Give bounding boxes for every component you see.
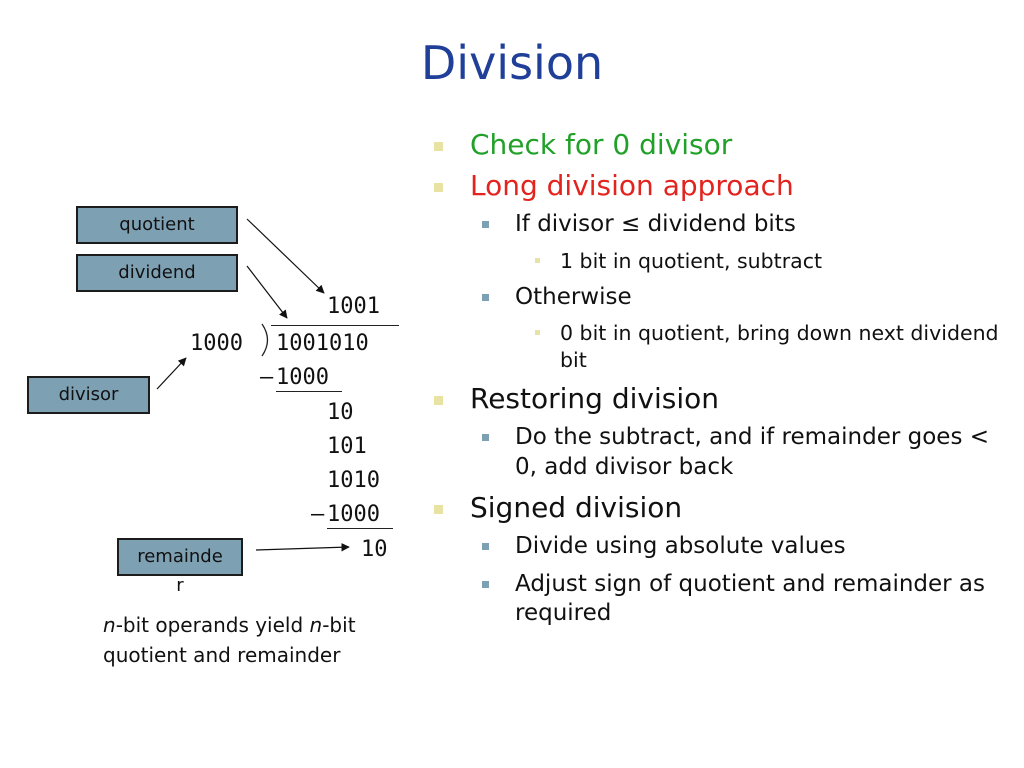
bullet-divide-abs: Divide using absolute values xyxy=(430,532,1010,562)
bullet-text: Check for 0 divisor xyxy=(470,128,733,161)
bullet-text: Divide using absolute values xyxy=(515,532,846,559)
remainder-label-box: remainde xyxy=(117,538,243,576)
division-bracket-curve xyxy=(261,323,269,357)
bullet-zero-bit: 0 bit in quotient, bring down next divid… xyxy=(430,320,1010,373)
bullet-text: If divisor ≤ dividend bits xyxy=(515,211,796,238)
bullet-text: 0 bit in quotient, bring down next divid… xyxy=(560,321,999,373)
subtraction-line-2 xyxy=(327,528,393,529)
operands-caption: n-bit operands yield n-bit quotient and … xyxy=(103,610,423,670)
bullet-text: Signed division xyxy=(470,490,683,524)
bullet-list: Check for 0 divisor Long division approa… xyxy=(430,128,1010,637)
dividend-arrow xyxy=(246,265,288,319)
bullet-marker xyxy=(482,433,489,441)
bullet-marker xyxy=(482,293,489,301)
partial-remainder-2: 101 xyxy=(327,434,367,459)
minus-sign-1: – xyxy=(260,365,274,390)
bullet-marker xyxy=(535,330,540,336)
remainder-arrow xyxy=(255,543,350,552)
dividend-label: dividend xyxy=(118,262,196,283)
subtrahend-2: 1000 xyxy=(327,502,380,527)
quotient-arrow xyxy=(246,218,325,294)
final-remainder: 10 xyxy=(361,537,388,562)
subtrahend-1: 1000 xyxy=(276,365,329,390)
bullet-marker xyxy=(434,504,443,514)
subtraction-line-1 xyxy=(276,391,342,392)
quotient-bar xyxy=(271,325,399,326)
bullet-adjust-sign: Adjust sign of quotient and remainder as… xyxy=(430,570,1010,630)
bullet-marker xyxy=(482,580,489,588)
remainder-label-wrap: r xyxy=(176,575,184,596)
minus-sign-2: – xyxy=(311,502,325,527)
divisor-value: 1000 xyxy=(190,331,243,356)
bullet-one-bit: 1 bit in quotient, subtract xyxy=(430,248,1010,275)
bullet-marker xyxy=(434,183,443,193)
caption-part-1: -bit operands yield xyxy=(115,613,310,637)
quotient-label-box: quotient xyxy=(76,206,238,244)
bullet-text: 1 bit in quotient, subtract xyxy=(560,248,823,273)
slide-title: Division xyxy=(420,36,604,90)
bullet-text: Long division approach xyxy=(470,169,794,203)
bullet-restoring: Restoring division xyxy=(430,382,1010,415)
bullet-marker xyxy=(434,395,443,405)
bullet-signed: Signed division xyxy=(430,491,1010,524)
bullet-marker xyxy=(482,542,489,550)
quotient-label: quotient xyxy=(119,214,195,235)
bullet-otherwise: Otherwise xyxy=(430,283,1010,313)
bullet-long-division: Long division approach xyxy=(430,169,1010,202)
divisor-label-box: divisor xyxy=(27,376,150,414)
bullet-check-zero: Check for 0 divisor xyxy=(430,128,1010,161)
divisor-label: divisor xyxy=(58,384,119,405)
partial-remainder-3: 1010 xyxy=(327,468,380,493)
bullet-if-divisor: If divisor ≤ dividend bits xyxy=(430,210,1010,240)
bullet-marker xyxy=(482,221,489,229)
bullet-text: Restoring division xyxy=(470,381,719,415)
caption-n-2: n xyxy=(309,613,323,637)
dividend-value: 1001010 xyxy=(276,331,369,356)
dividend-label-box: dividend xyxy=(76,254,238,292)
caption-part-2: -bit quotient and remainder xyxy=(103,613,356,667)
bullet-text: Adjust sign of quotient and remainder as… xyxy=(515,570,986,627)
bullet-marker xyxy=(434,142,443,151)
bullet-text: Do the subtract, and if remainder goes <… xyxy=(515,423,990,480)
bullet-marker xyxy=(535,257,540,263)
division-bracket xyxy=(261,323,269,357)
caption-n-1: n xyxy=(103,613,116,637)
divisor-arrow xyxy=(156,357,187,390)
bullet-text: Otherwise xyxy=(515,283,632,310)
bullet-do-subtract: Do the subtract, and if remainder goes <… xyxy=(430,423,1010,483)
remainder-label: remainde xyxy=(137,546,223,567)
quotient-value: 1001 xyxy=(327,294,380,319)
partial-remainder-1: 10 xyxy=(327,400,354,425)
